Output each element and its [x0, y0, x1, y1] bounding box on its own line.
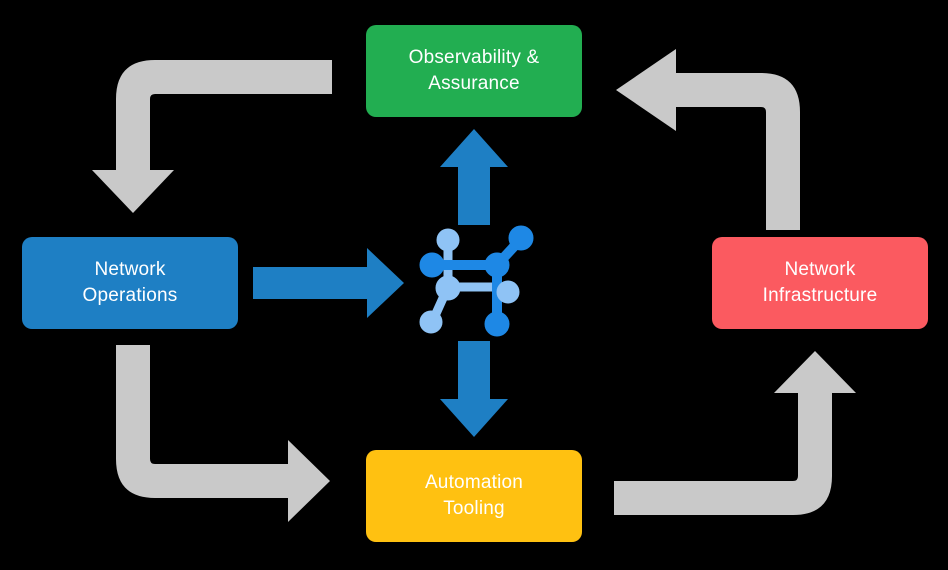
node-box-network-infrastructure[interactable]: Network Infrastructure — [712, 237, 928, 329]
node-box-network-operations[interactable]: Network Operations — [22, 237, 238, 329]
arrow-observability-to-operations — [92, 60, 332, 213]
node-label-automation-tooling: Automation Tooling — [424, 472, 524, 519]
node-label-network-infrastructure: Network Infrastructure — [762, 259, 878, 306]
arrow-operations-to-automation — [116, 345, 330, 522]
arrow-center-to-automation — [440, 341, 508, 437]
node-label-network-operations: Network Operations — [82, 259, 178, 306]
arrow-infrastructure-to-observability — [616, 49, 800, 230]
arrow-center-to-observability — [440, 129, 508, 225]
arrow-operations-to-center — [253, 248, 404, 318]
node-box-observability[interactable]: Observability & Assurance — [366, 25, 582, 117]
arrow-automation-to-infrastructure — [614, 351, 856, 515]
node-box-automation-tooling[interactable]: Automation Tooling — [366, 450, 582, 542]
node-label-observability: Observability & Assurance — [408, 47, 540, 94]
